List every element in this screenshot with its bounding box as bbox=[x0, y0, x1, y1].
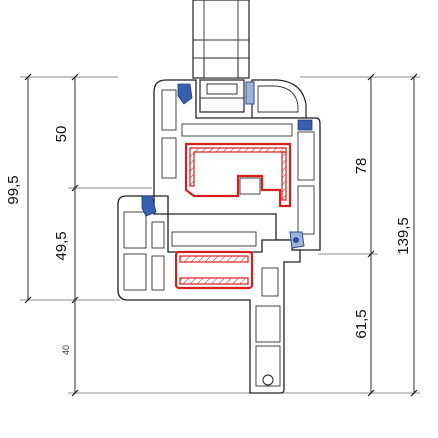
sash-profile bbox=[153, 79, 321, 251]
dim-label-upper-left: 50 bbox=[53, 126, 70, 143]
sash-chamber-right-2 bbox=[297, 185, 315, 235]
frame-chamber-small bbox=[151, 221, 165, 249]
sash-chamber-2 bbox=[161, 137, 177, 179]
sash-chamber-top bbox=[181, 123, 293, 137]
sash-chamber-right bbox=[297, 131, 315, 181]
sash-gasket-inner bbox=[177, 83, 193, 105]
frame-leg-chamber-1 bbox=[255, 305, 281, 343]
right-dimensions: 78 61,5 139,5 bbox=[280, 73, 420, 397]
dim-label-upper-right: 78 bbox=[353, 158, 370, 175]
frame-chamber-left-2 bbox=[123, 253, 147, 291]
frame-chamber-top bbox=[171, 231, 257, 247]
frame-chamber-right bbox=[261, 267, 279, 297]
spacer-bar bbox=[203, 57, 239, 79]
dim-label-lower-right: 61,5 bbox=[353, 309, 370, 338]
sash-steel-reinforcement bbox=[184, 142, 292, 208]
frame-chamber-left-1 bbox=[123, 211, 147, 249]
frame-gasket-inner bbox=[141, 195, 157, 217]
dim-label-small-left: 40 bbox=[61, 345, 71, 355]
frame-chamber-small-2 bbox=[151, 255, 165, 291]
sash-chamber-1 bbox=[161, 89, 177, 131]
glazing-bead bbox=[251, 79, 307, 119]
dim-label-overall-left: 99,5 bbox=[5, 175, 22, 204]
frame-profile bbox=[117, 195, 305, 394]
left-dimensions: 99,5 50 49,5 40 bbox=[5, 73, 250, 397]
sash-gasket-outer bbox=[245, 81, 255, 105]
glazing-unit bbox=[192, 0, 250, 113]
dim-label-overall-right: 139,5 bbox=[395, 217, 412, 255]
dim-label-lower-left: 49,5 bbox=[53, 231, 70, 260]
frame-steel-reinforcement bbox=[174, 250, 254, 290]
